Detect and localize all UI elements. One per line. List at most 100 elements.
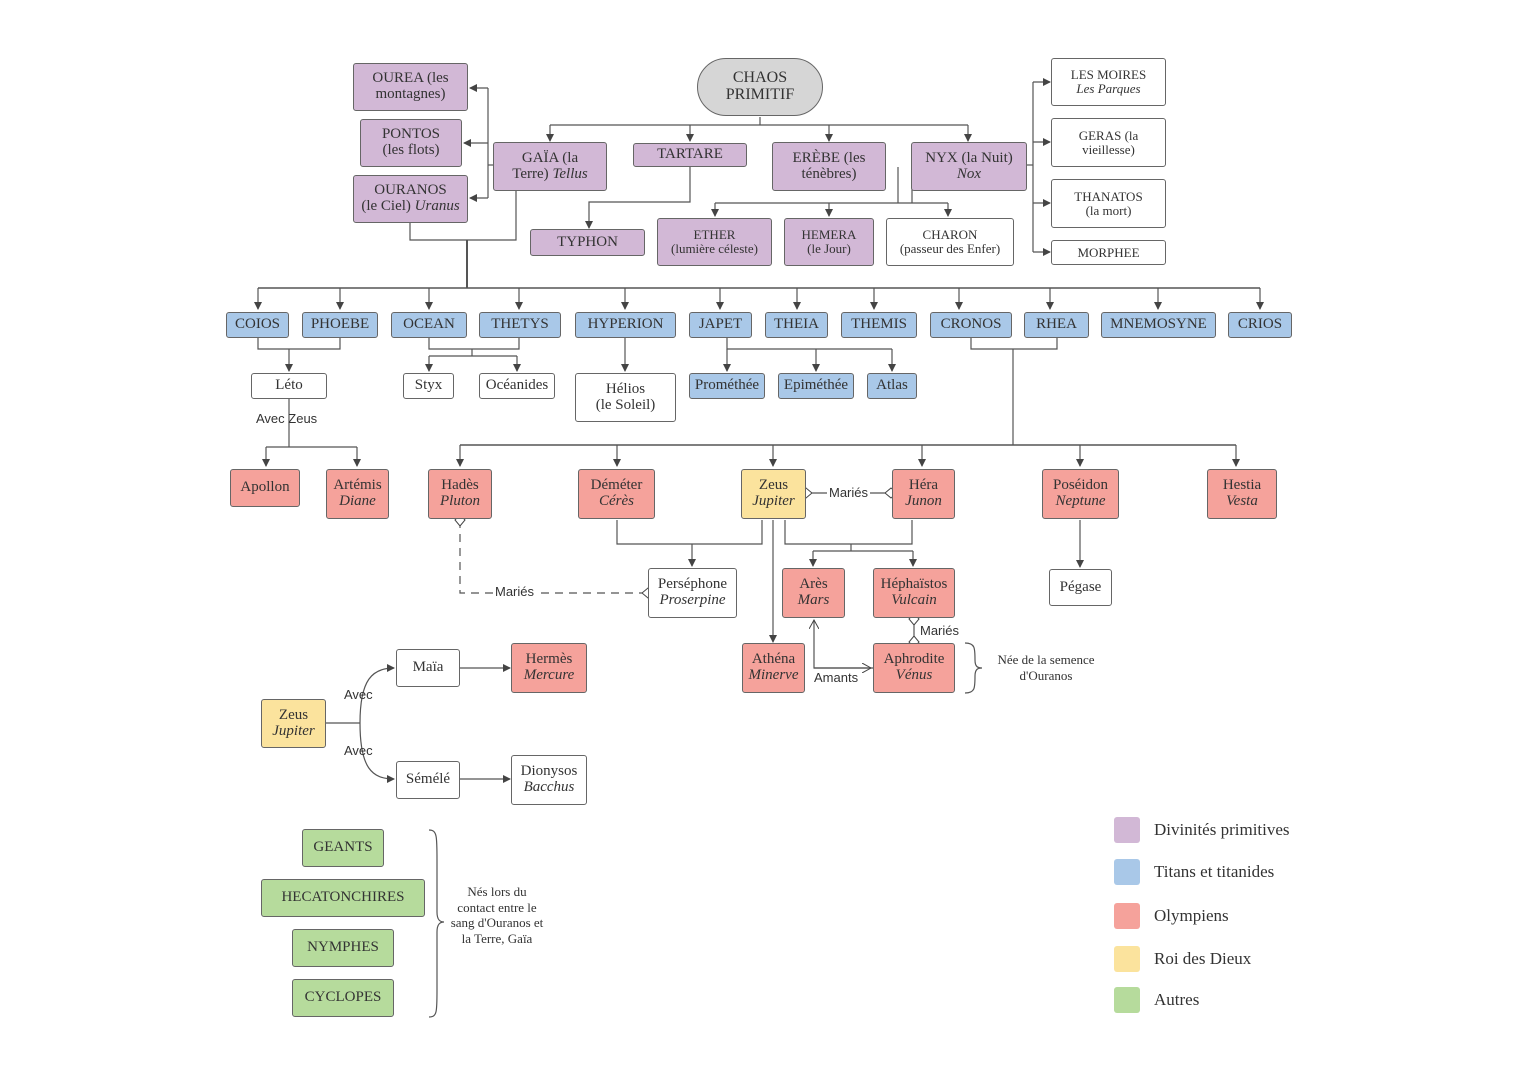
node-label: Héra — [908, 477, 939, 494]
node-crios[interactable]: CRIOS — [1228, 312, 1292, 338]
node-athena[interactable]: Athéna Minerve — [742, 643, 805, 693]
node-label: MORPHEE — [1077, 244, 1140, 260]
node-rhea[interactable]: RHEA — [1024, 312, 1089, 338]
node-epimethee[interactable]: Epiméthée — [778, 373, 854, 399]
node-label: CHARON — [922, 227, 978, 243]
node-cronos[interactable]: CRONOS — [930, 312, 1012, 338]
node-label: PHOEBE — [310, 316, 370, 333]
node-ouranos[interactable]: OURANOS (le Ciel) Uranus — [353, 175, 468, 223]
node-label: Héphaïstos — [880, 576, 948, 593]
node-label: Hermès — [525, 651, 573, 668]
node-label: Apollon — [240, 479, 290, 496]
node-cyclopes[interactable]: CYCLOPES — [292, 979, 394, 1017]
node-poseidon[interactable]: Poséidon Neptune — [1042, 469, 1119, 519]
legend-swatch — [1114, 946, 1140, 972]
label-maries-zeus-hera: Mariés — [827, 485, 871, 500]
node-dionysos[interactable]: Dionysos Bacchus — [511, 755, 587, 805]
node-nyx[interactable]: NYX (la Nuit) Nox — [911, 142, 1027, 191]
node-semele[interactable]: Sémélé — [396, 761, 460, 799]
node-label: Vénus — [895, 667, 933, 683]
node-thetys[interactable]: THETYS — [479, 312, 561, 338]
node-label: CHAOS — [732, 69, 788, 87]
node-label: Hélios — [605, 380, 646, 397]
node-label: THANATOS — [1074, 188, 1143, 204]
node-label: OUREA (les — [372, 70, 449, 87]
node-aphrodite[interactable]: Aphrodite Vénus — [873, 643, 955, 693]
node-label: Vesta — [1226, 493, 1258, 509]
node-label: NYX (la Nuit) — [925, 149, 1013, 166]
label-amants: Amants — [814, 670, 859, 685]
node-leto[interactable]: Léto — [251, 373, 327, 399]
node-label: Prométhée — [694, 377, 760, 394]
node-ares[interactable]: Arès Mars — [782, 568, 845, 618]
node-hyperion[interactable]: HYPERION — [575, 312, 676, 338]
node-artemis[interactable]: Artémis Diane — [326, 469, 389, 519]
node-label: Aphrodite — [883, 651, 945, 668]
node-maia[interactable]: Maïa — [396, 649, 460, 687]
node-apollon[interactable]: Apollon — [230, 469, 300, 507]
node-atlas[interactable]: Atlas — [867, 373, 917, 399]
node-hermes[interactable]: Hermès Mercure — [511, 643, 587, 693]
node-label: Océanides — [485, 377, 549, 394]
legend-label: Titans et titanides — [1154, 862, 1275, 881]
node-mnemosyne[interactable]: MNEMOSYNE — [1101, 312, 1216, 338]
node-label: Jupiter — [752, 493, 795, 509]
node-charon[interactable]: CHARON (passeur des Enfer) — [886, 218, 1014, 266]
node-nymphes[interactable]: NYMPHES — [292, 929, 394, 967]
node-gaia[interactable]: GAÏA (la Terre) Tellus — [493, 142, 607, 191]
node-ether[interactable]: ETHER (lumière céleste) — [657, 218, 772, 266]
node-label: Pluton — [440, 493, 480, 509]
node-persephone[interactable]: Perséphone Proserpine — [648, 568, 737, 618]
node-hera[interactable]: Héra Junon — [892, 469, 955, 519]
node-label: Neptune — [1055, 493, 1106, 509]
node-typhon[interactable]: TYPHON — [530, 229, 645, 256]
node-label: THEIA — [774, 316, 819, 333]
node-oceanides[interactable]: Océanides — [479, 373, 555, 399]
node-moires[interactable]: LES MOIRES Les Parques — [1051, 58, 1166, 106]
node-coios[interactable]: COIOS — [226, 312, 289, 338]
node-label: Hadès — [441, 477, 479, 494]
node-label: Zeus — [758, 477, 789, 494]
node-hemera[interactable]: HEMERA (le Jour) — [784, 218, 874, 266]
node-hades[interactable]: Hadès Pluton — [428, 469, 492, 519]
node-themis[interactable]: THEMIS — [841, 312, 917, 338]
node-demeter[interactable]: Déméter Cérès — [578, 469, 655, 519]
node-chaos[interactable]: CHAOS PRIMITIF — [697, 58, 823, 116]
legend-item-primitives: Divinités primitives — [1114, 817, 1290, 843]
node-styx[interactable]: Styx — [403, 373, 454, 399]
node-promethee[interactable]: Prométhée — [689, 373, 765, 399]
node-hecatonchires[interactable]: HECATONCHIRES — [261, 879, 425, 917]
node-label: Tellus — [552, 165, 588, 182]
node-zeus[interactable]: Zeus Jupiter — [741, 469, 806, 519]
node-geants[interactable]: GEANTS — [302, 829, 384, 867]
node-label: Mars — [797, 592, 830, 608]
node-label: Cérès — [599, 493, 634, 509]
node-pontos[interactable]: PONTOS (les flots) — [360, 119, 462, 167]
node-ourea[interactable]: OUREA (les montagnes) — [353, 63, 468, 111]
node-hephaistos[interactable]: Héphaïstos Vulcain — [873, 568, 955, 618]
legend-swatch — [1114, 817, 1140, 843]
node-label: montagnes) — [375, 86, 446, 102]
node-helios[interactable]: Hélios (le Soleil) — [575, 373, 676, 422]
note-semence-ouranos: Née de la semence d'Ouranos — [997, 652, 1095, 683]
node-geras[interactable]: GERAS (la vieillesse) — [1051, 118, 1166, 167]
node-phoebe[interactable]: PHOEBE — [302, 312, 378, 338]
node-label: Arès — [799, 576, 828, 593]
node-erebe[interactable]: ERÈBE (les ténèbres) — [772, 142, 886, 191]
node-ocean[interactable]: OCEAN — [391, 312, 467, 338]
node-theia[interactable]: THEIA — [765, 312, 828, 338]
node-zeus-2[interactable]: Zeus Jupiter — [261, 699, 326, 748]
legend-item-titans: Titans et titanides — [1114, 859, 1274, 885]
legend-label: Autres — [1154, 990, 1200, 1009]
label-maries-heph: Mariés — [920, 623, 960, 638]
legend-swatch — [1114, 987, 1140, 1013]
node-thanatos[interactable]: THANATOS (la mort) — [1051, 179, 1166, 228]
node-japet[interactable]: JAPET — [689, 312, 752, 338]
node-tartare[interactable]: TARTARE — [633, 143, 747, 167]
node-pegase[interactable]: Pégase — [1049, 569, 1112, 606]
node-label: HEMERA — [801, 227, 857, 243]
node-label: (le Ciel) — [361, 198, 415, 214]
node-hestia[interactable]: Hestia Vesta — [1207, 469, 1277, 519]
node-morphee[interactable]: MORPHEE — [1051, 240, 1166, 265]
node-label: Jupiter — [272, 722, 315, 739]
